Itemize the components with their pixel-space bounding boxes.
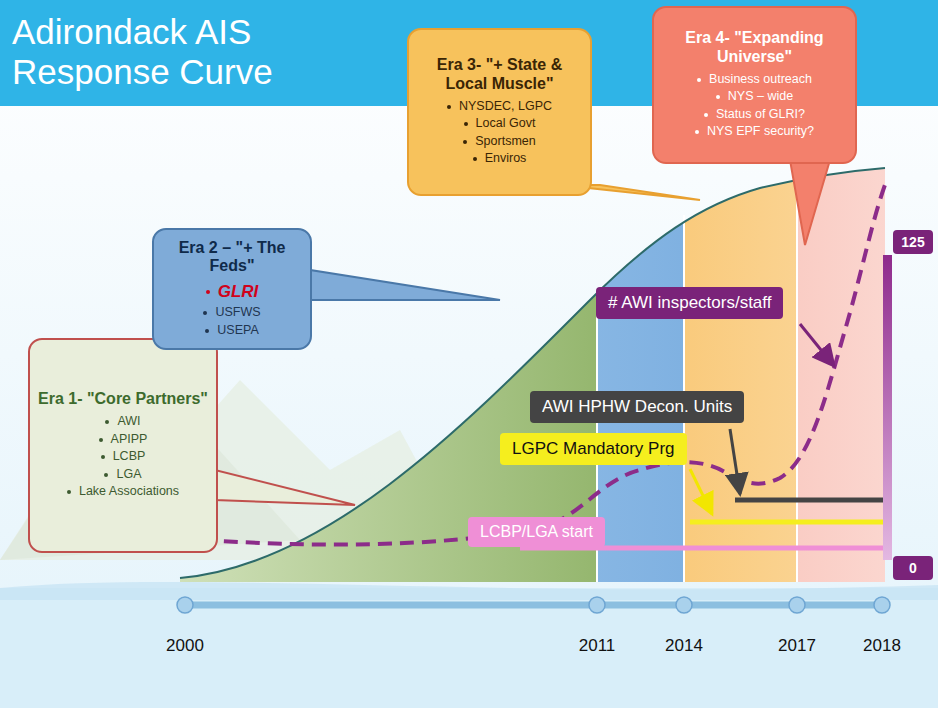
bullet-dot	[695, 130, 699, 134]
label-text: LGPC Mandatory Prg	[512, 439, 675, 458]
bullet-text: Sportsmen	[475, 133, 535, 151]
bullet-item: LCBP	[101, 448, 146, 466]
bullet-item: NYS EPF security?	[695, 123, 814, 141]
bullet-dot	[67, 490, 71, 494]
label-box: LCBP/LGA start	[468, 517, 605, 547]
bullet-text: USFWS	[215, 304, 260, 322]
bullet-dot	[697, 78, 701, 82]
bullet-text: Lake Associations	[79, 483, 179, 501]
bullet-item: Sportsmen	[463, 133, 535, 151]
bullet-item: LGA	[104, 466, 141, 484]
bullet-dot	[447, 105, 451, 109]
bullet-dot	[206, 290, 210, 294]
label-text: LCBP/LGA start	[480, 523, 593, 540]
era-heading: Era 1- "Core Partners"	[38, 390, 208, 408]
era-callout: Era 4- "Expanding Universe" Business outr…	[652, 6, 857, 164]
bullet-dot	[205, 329, 209, 333]
bullet-text: APIPP	[111, 431, 148, 449]
bullet-text: LGA	[116, 466, 141, 484]
bullet-text: NYS EPF security?	[707, 123, 814, 141]
bullet-item: Enviros	[473, 150, 527, 168]
year-label: 2011	[579, 636, 616, 656]
bullet-item: Status of GLRI?	[704, 106, 805, 124]
era-callout: Era 2 – "+ The Feds" GLRIUSFWSUSEPA	[152, 228, 312, 350]
bullet-item: NYS – wide	[716, 88, 793, 106]
bullet-text: USEPA	[217, 322, 258, 340]
label-box: 125	[893, 230, 933, 254]
year-label: 2000	[166, 636, 204, 656]
label-text: # AWI inspectors/staff	[608, 293, 771, 312]
bullet-item: AWI	[105, 413, 140, 431]
bullet-item: Business outreach	[697, 71, 812, 89]
bullet-item: APIPP	[99, 431, 148, 449]
bullet-dot	[105, 420, 109, 424]
bullet-dot	[464, 122, 468, 126]
bullet-item: GLRI	[206, 280, 259, 304]
label-text: 0	[909, 560, 917, 576]
label-box: LGPC Mandatory Prg	[500, 433, 687, 465]
bullet-text: NYS – wide	[728, 88, 793, 106]
bullet-item: USEPA	[205, 322, 258, 340]
bullet-dot	[463, 140, 467, 144]
era-heading: Era 3- "+ State & Local Muscle"	[417, 56, 582, 93]
bullet-dot	[203, 311, 207, 315]
bullet-item: Local Govt	[464, 115, 536, 133]
bullet-dot	[473, 157, 477, 161]
bullet-text: Status of GLRI?	[716, 106, 805, 124]
year-label: 2017	[778, 636, 816, 656]
bullet-text: NYSDEC, LGPC	[459, 98, 552, 116]
bullet-text: Local Govt	[476, 115, 536, 133]
year-label: 2014	[665, 636, 703, 656]
era-heading: Era 2 – "+ The Feds"	[162, 239, 302, 276]
bullet-dot	[704, 113, 708, 117]
bullet-text: AWI	[117, 413, 140, 431]
bullet-text: Business outreach	[709, 71, 812, 89]
label-box: # AWI inspectors/staff	[596, 287, 783, 319]
bullet-text: LCBP	[113, 448, 146, 466]
bullet-text: Enviros	[485, 150, 527, 168]
bullet-dot	[99, 438, 103, 442]
label-text: AWI HPHW Decon. Units	[542, 397, 732, 416]
era-callout: Era 3- "+ State & Local Muscle" NYSDEC, L…	[407, 28, 592, 196]
era-callout: Era 1- "Core Partners" AWIAPIPPLCBPLGALak…	[28, 338, 218, 553]
era-heading: Era 4- "Expanding Universe"	[662, 29, 847, 66]
label-box: AWI HPHW Decon. Units	[530, 391, 744, 423]
label-box: 0	[893, 556, 933, 580]
bullet-item: USFWS	[203, 304, 260, 322]
bullet-dot	[104, 473, 108, 477]
bullet-dot	[716, 95, 720, 99]
year-label: 2018	[863, 636, 901, 656]
label-text: 125	[901, 234, 924, 250]
bullet-text: GLRI	[218, 280, 259, 304]
bullet-item: Lake Associations	[67, 483, 179, 501]
bullet-dot	[101, 455, 105, 459]
page-title: Adirondack AIS Response Curve	[12, 12, 342, 93]
bullet-item: NYSDEC, LGPC	[447, 98, 552, 116]
